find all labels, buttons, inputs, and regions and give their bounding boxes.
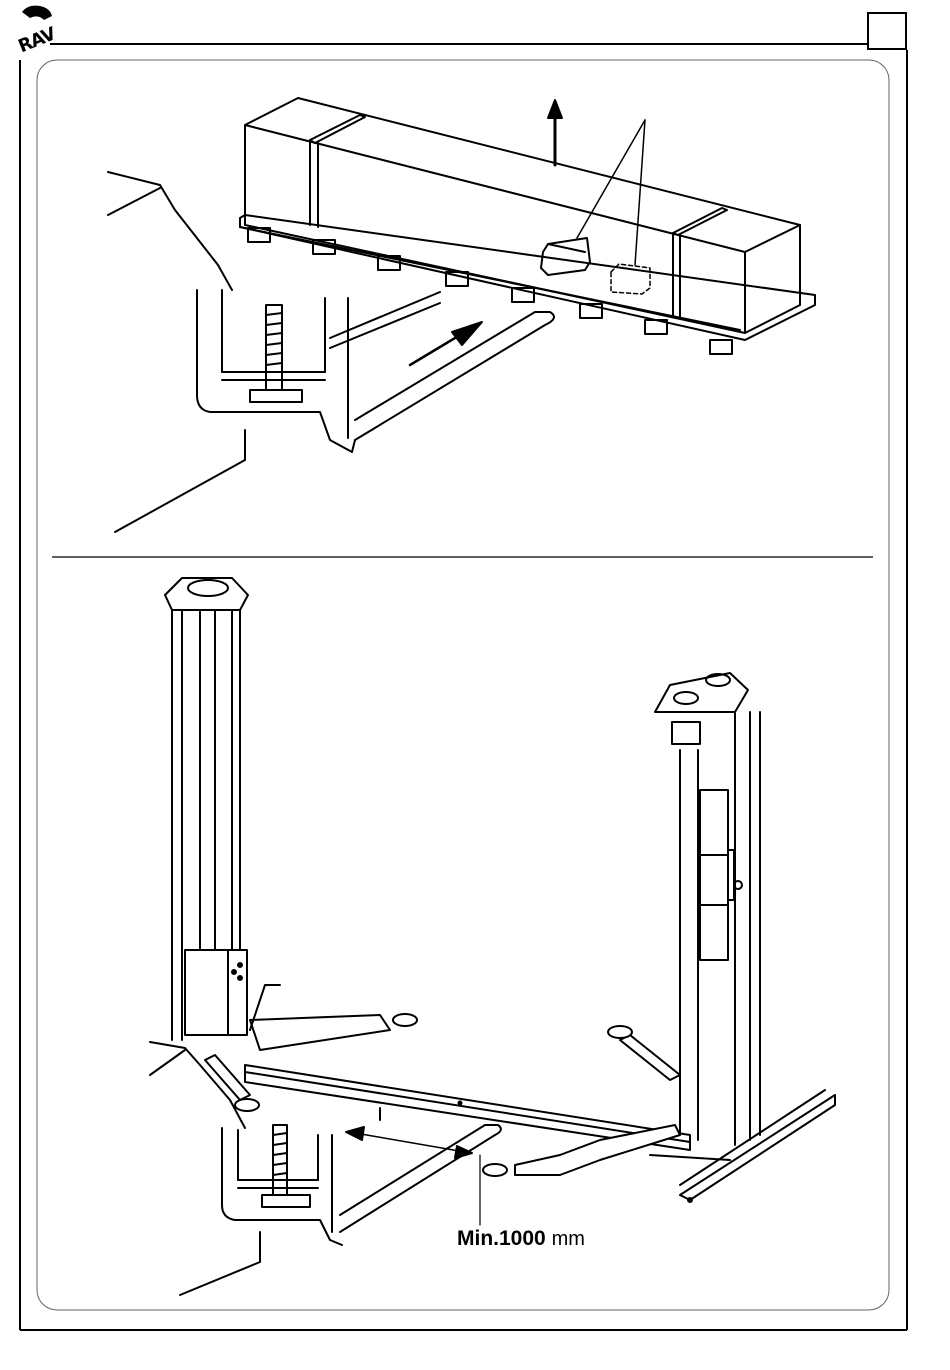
- dimension-unit: mm: [552, 1228, 585, 1250]
- dimension-value: Min.1000: [457, 1227, 546, 1250]
- page-number-box: [867, 12, 907, 50]
- left-column: [165, 578, 248, 1040]
- dimension-label: Min.1000 mm: [457, 1227, 585, 1251]
